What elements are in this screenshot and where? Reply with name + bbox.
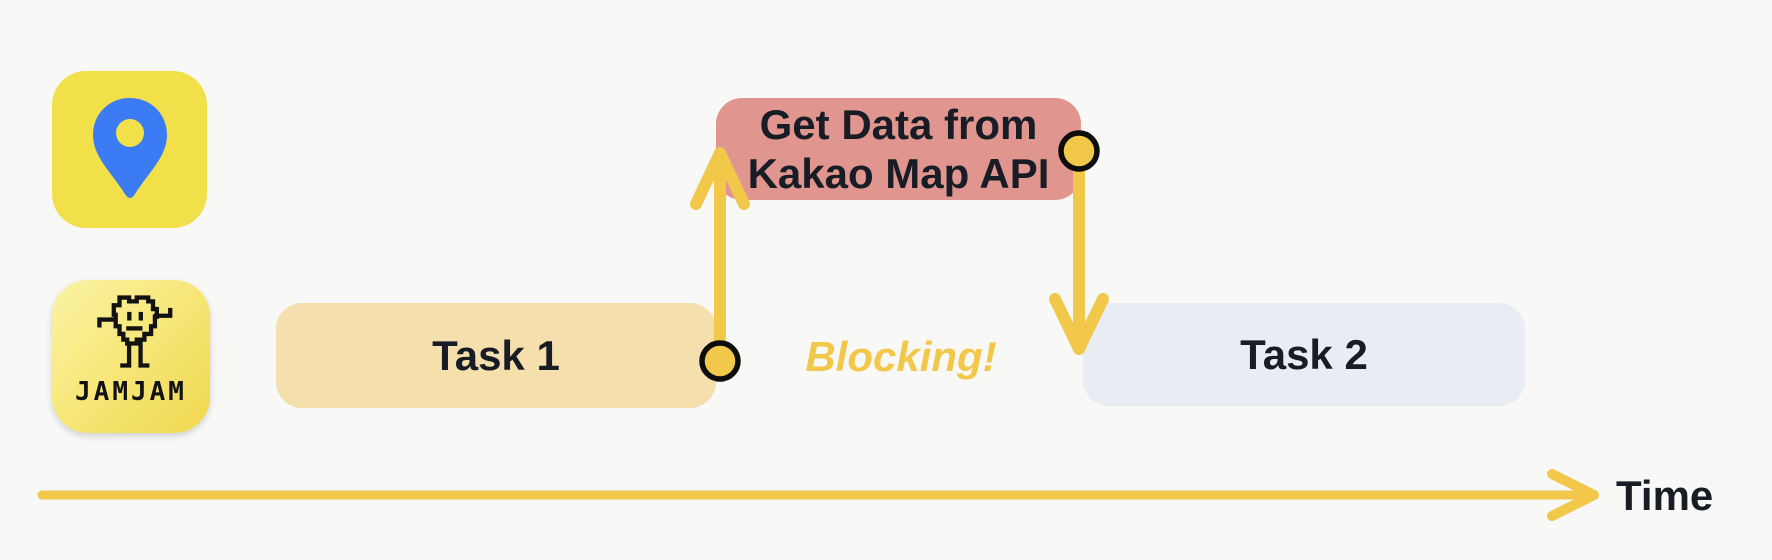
task2-box: Task 2 — [1083, 303, 1525, 406]
api-call-label-line1: Get Data from — [759, 101, 1038, 148]
kakao-map-app-icon — [52, 71, 207, 228]
map-pin-icon — [92, 97, 167, 198]
api-call-label-line2: Kakao Map API — [747, 150, 1050, 197]
time-label: Time — [1616, 472, 1714, 519]
blocking-label: Blocking! — [805, 333, 997, 380]
jamjam-pixel-character-icon — [97, 295, 173, 368]
api-call-box: Get Data from Kakao Map API — [716, 98, 1081, 200]
jamjam-app-icon: JAMJAM — [52, 280, 210, 433]
jamjam-label: JAMJAM — [75, 377, 187, 407]
time-axis-arrowhead-icon — [1547, 469, 1599, 521]
task1-box: Task 1 — [276, 303, 716, 408]
task2-label: Task 2 — [1240, 330, 1368, 378]
task1-label: Task 1 — [432, 331, 560, 379]
